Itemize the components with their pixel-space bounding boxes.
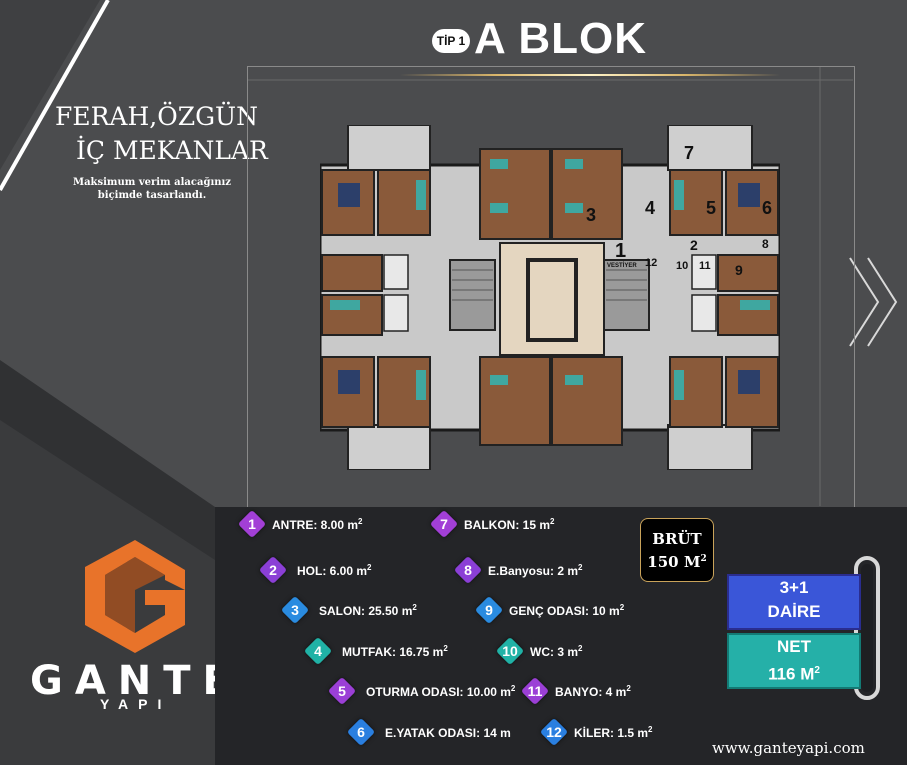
legend-item-11: 11 BANYO: 4 m2 — [521, 677, 631, 705]
title-underline — [400, 74, 780, 76]
plan-label-2: 2 — [690, 237, 698, 253]
floor-plan — [320, 125, 780, 470]
headline-subtext: Maksimum verim alacağınız biçimde tasarl… — [73, 177, 231, 201]
plan-label-1: 1 — [615, 240, 627, 262]
plan-label-1-sub: VESTİYER — [607, 263, 637, 269]
plan-label-6: 6 — [762, 198, 773, 218]
plan-label-11: 11 — [699, 260, 711, 272]
plan-label-12: 12 — [645, 257, 658, 269]
plan-label-5: 5 — [706, 198, 717, 218]
plan-label-9: 9 — [735, 262, 743, 278]
brand-name: GANTE — [30, 658, 242, 704]
number-badge-icon: 4 — [304, 637, 332, 665]
plan-label-7: 7 — [684, 143, 695, 163]
plan-label-3: 3 — [586, 205, 597, 225]
legend-item-5: 5 OTURMA ODASI: 10.00 m2 — [328, 677, 515, 705]
legend-item-4: 4 MUTFAK: 16.75 m2 — [304, 637, 448, 665]
legend-item-7: 7 BALKON: 15 m2 — [430, 510, 554, 538]
brand-sub: YAPI — [100, 696, 172, 712]
headline-1: FERAH,ÖZGÜN — [55, 102, 259, 131]
page-title: A BLOK — [474, 14, 648, 63]
brut-area-box: BRÜT 150 M2 — [640, 518, 714, 582]
number-badge-icon: 11 — [521, 677, 549, 705]
number-badge-icon: 9 — [475, 596, 503, 624]
gante-logo-icon — [85, 540, 185, 653]
legend-item-6: 6 E.YATAK ODASI: 14 m — [347, 718, 511, 746]
legend-item-9: 9 GENÇ ODASI: 10 m2 — [475, 596, 624, 624]
plan-label-10: 10 — [676, 260, 689, 272]
number-badge-icon: 10 — [496, 637, 524, 665]
number-badge-icon: 8 — [454, 556, 482, 584]
legend-item-3: 3 SALON: 25.50 m2 — [281, 596, 417, 624]
number-badge-icon: 1 — [238, 510, 266, 538]
number-badge-icon: 2 — [259, 556, 287, 584]
number-badge-icon: 7 — [430, 510, 458, 538]
plan-label-4: 4 — [645, 198, 656, 218]
number-badge-icon: 5 — [328, 677, 356, 705]
headline-2: İÇ MEKANLAR — [76, 136, 268, 165]
legend-item-12: 12 KİLER: 1.5 m2 — [540, 718, 652, 746]
net-area-box: NET 116 M2 — [727, 633, 861, 689]
plan-label-8: 8 — [762, 237, 769, 251]
website-link[interactable]: www.ganteyapi.com — [712, 739, 865, 757]
number-badge-icon: 3 — [281, 596, 309, 624]
legend-item-2: 2 HOL: 6.00 m2 — [259, 556, 371, 584]
legend-item-1: 1 ANTRE: 8.00 m2 — [238, 510, 362, 538]
legend-item-8: 8 E.Banyosu: 2 m2 — [454, 556, 582, 584]
number-badge-icon: 12 — [540, 718, 568, 746]
number-badge-icon: 6 — [347, 718, 375, 746]
tip-badge: TİP 1 — [432, 29, 470, 53]
legend-item-10: 10 WC: 3 m2 — [496, 637, 582, 665]
daire-type-box: 3+1 DAİRE — [727, 574, 861, 630]
